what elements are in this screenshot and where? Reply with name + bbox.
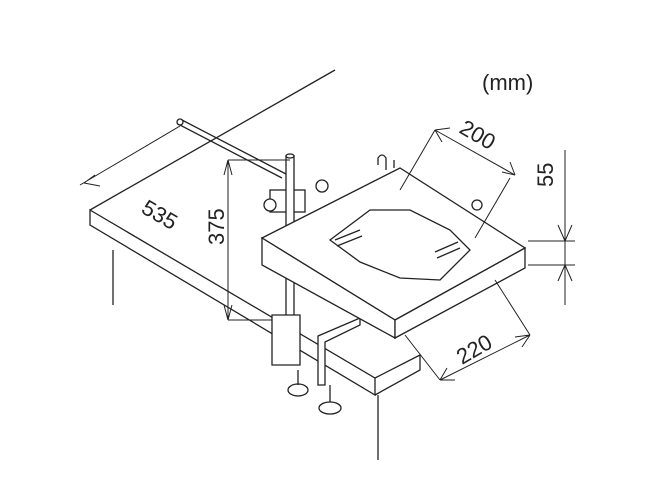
horizontal-rod: [176, 118, 287, 179]
tray: [260, 154, 527, 340]
desk: [89, 69, 421, 460]
dim-375-label: 375: [204, 208, 229, 245]
unit-label: (mm): [482, 70, 533, 95]
dim-200-label: 200: [456, 115, 500, 155]
dim-220-label: 220: [452, 329, 496, 369]
dimension-lines: [79, 125, 575, 381]
dim-55-label: 55: [533, 163, 558, 187]
dim-535-label: 535: [138, 195, 182, 235]
